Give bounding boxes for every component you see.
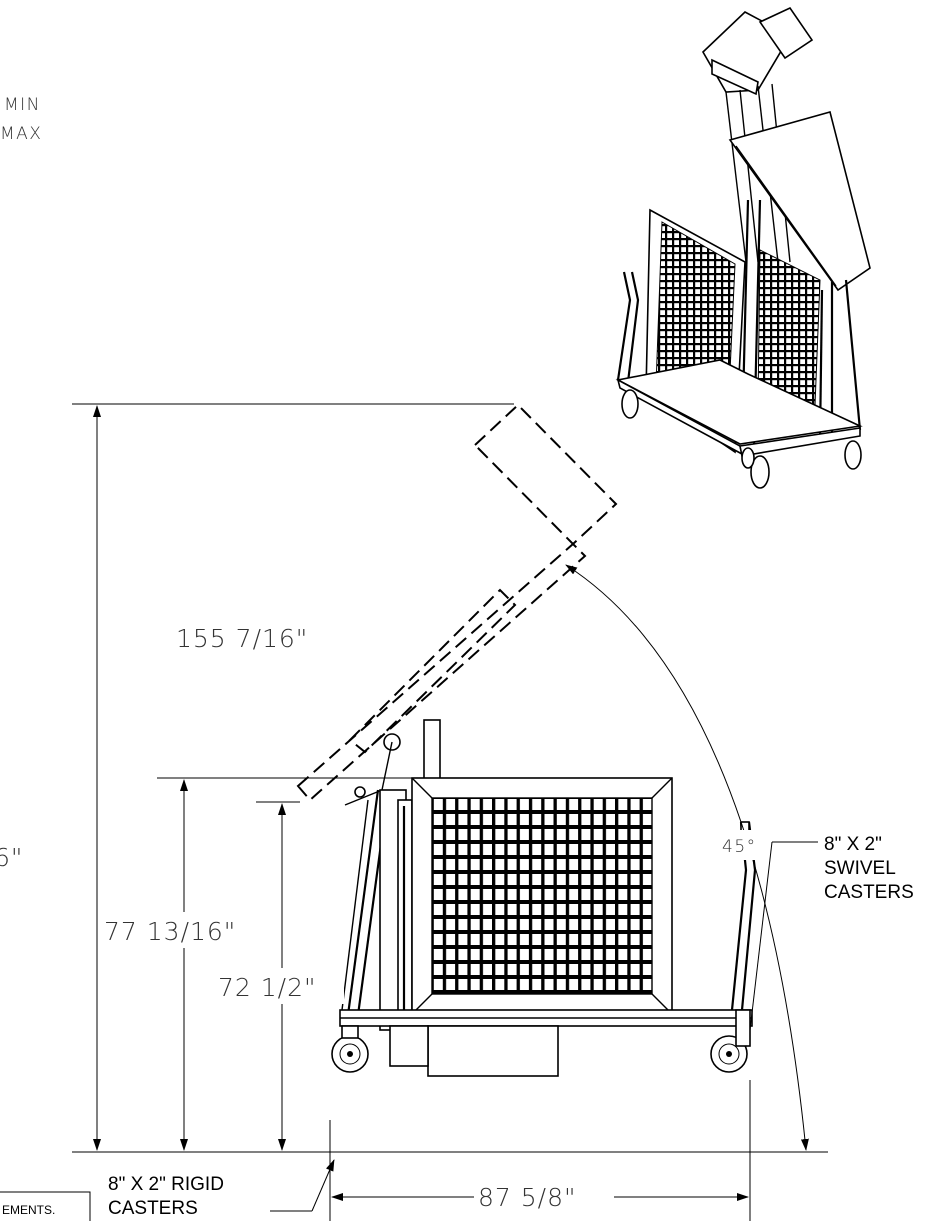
swivel-line-1: 8" X 2" [824,834,882,855]
rigid-line-1: 8" X 2" RIGID [108,1174,224,1195]
dim-max-height: 155 7/16" [176,624,308,653]
dim-length: 87 5/8" [478,1183,577,1212]
dimension-lines [72,403,828,1221]
notes-box: EMENTS. [0,1191,91,1221]
isometric-view [615,6,871,489]
dim-height-b: 72 1/2" [218,973,317,1002]
swivel-line-2: SWIVEL [824,858,896,879]
dim-angle: 45° [722,837,757,857]
dim-partial-left: 6" [0,843,23,872]
hopper-max-position [296,403,618,802]
mesh-panel [431,797,653,995]
min-max-legend: MIN MAX [0,95,42,144]
rigid-line-2: CASTERS [108,1198,198,1219]
rigid-caster-callout: 8" X 2" RIGID CASTERS [108,1159,335,1219]
legend-min: MIN [4,95,41,115]
legend-max: MAX [0,124,42,144]
swivel-caster-callout: 8" X 2" SWIVEL CASTERS [749,834,914,1031]
dim-height-a: 77 13/16" [104,917,236,946]
swivel-line-3: CASTERS [824,882,914,903]
side-elevation [296,403,757,1077]
dimension-labels: 155 7/16" 77 13/16" 72 1/2" 6" 87 5/8" 4… [0,618,770,1214]
notes-text: EMENTS. [2,1203,55,1217]
rigid-caster [331,1025,369,1073]
